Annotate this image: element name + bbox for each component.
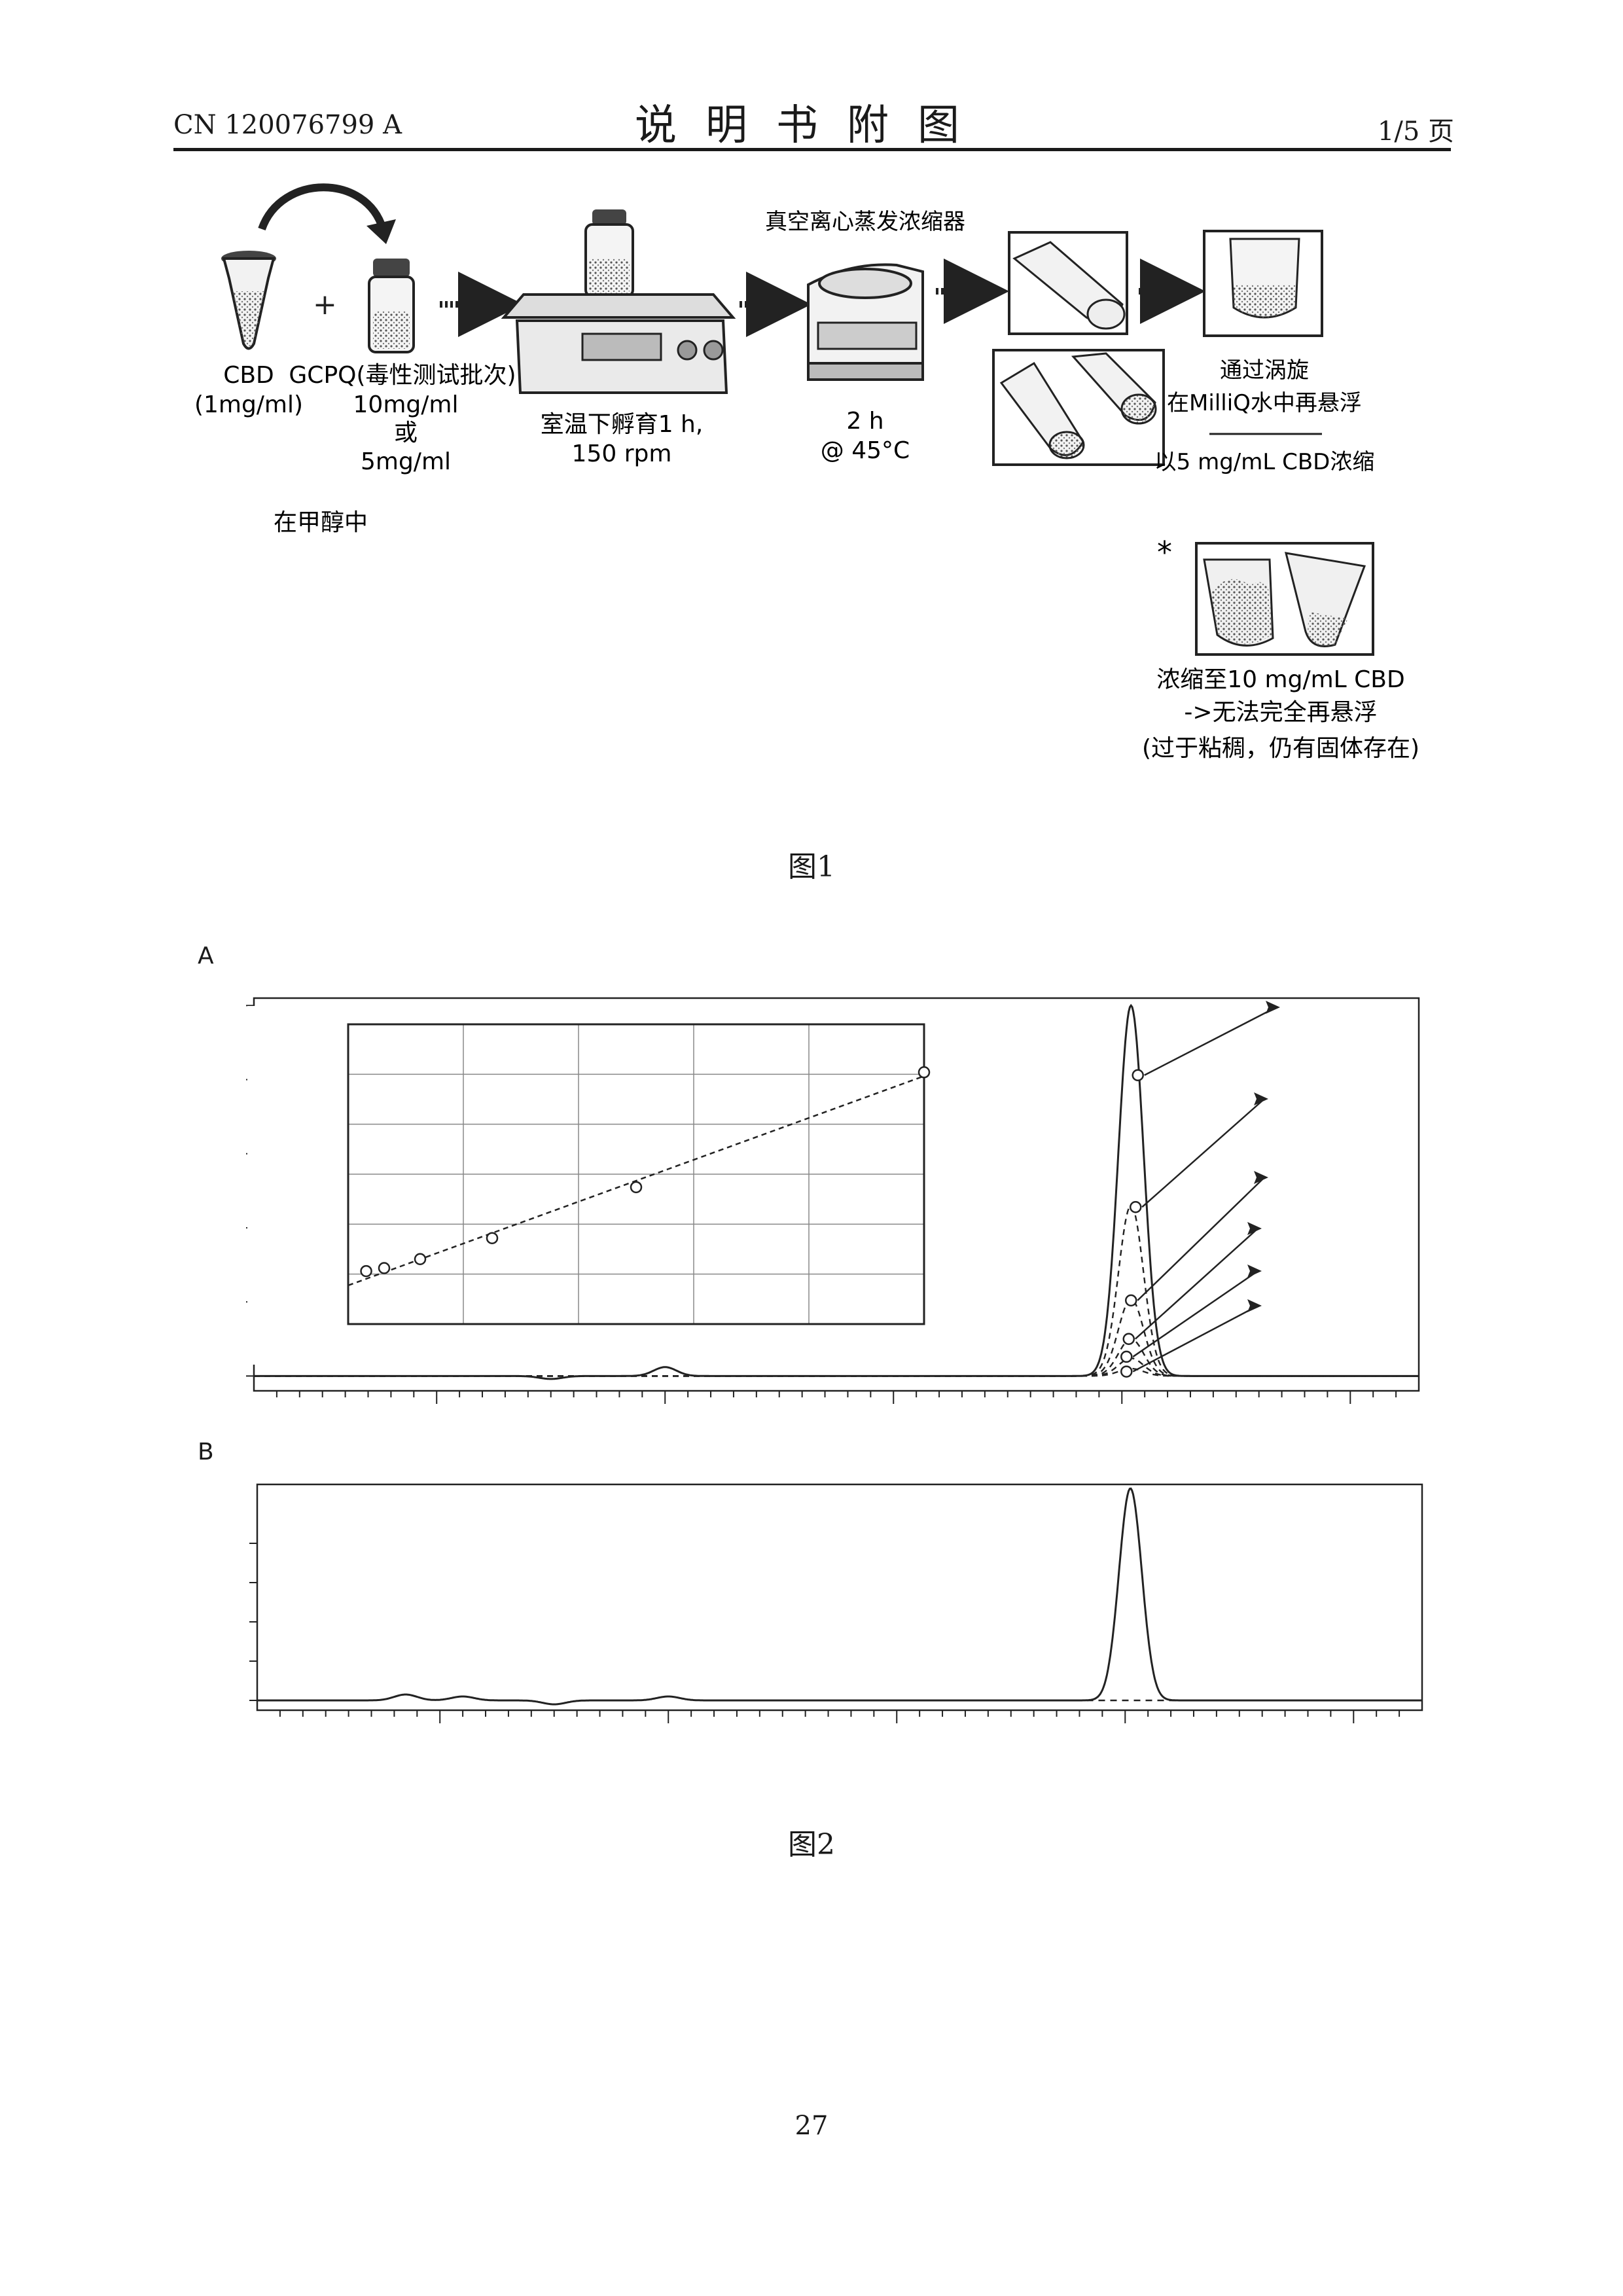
calibration-point: [415, 1254, 425, 1265]
resuspend-label: 在MilliQ水中再悬浮: [1167, 390, 1362, 416]
figure-1-caption: 图1: [0, 843, 1623, 885]
transfer-curved-arrowhead: [366, 219, 396, 244]
inset-background: [247, 1006, 948, 1365]
legend-arrowhead: [1254, 1092, 1268, 1105]
chromatogram-a: [170, 933, 1453, 1417]
figure-2-caption: 图2: [0, 1821, 1623, 1863]
page-of-count: 1/5 页: [1378, 110, 1454, 148]
cbd-tube-icon: [221, 251, 276, 349]
concentrate-5-label: 以5 mg/mL CBD浓缩: [1154, 449, 1375, 475]
calibration-point: [919, 1067, 929, 1077]
gcpq-label: GCPQ(毒性测试批次): [289, 362, 516, 389]
gcpq-vial-icon: [369, 259, 414, 352]
plot-frame: [257, 1484, 1422, 1710]
viscous-note: (过于粘稠，仍有固体存在): [1142, 735, 1419, 762]
legend-arrowhead: [1266, 1001, 1280, 1014]
resuspend-fail-label: ->无法完全再悬浮: [1184, 699, 1377, 726]
cbd-label: CBD: [223, 362, 274, 389]
viscous-tubes-icon: [1196, 543, 1373, 655]
transfer-curved-arrow: [262, 187, 383, 229]
page-number: 27: [0, 2111, 1623, 2141]
evaporation-time: 2 h: [846, 408, 883, 435]
concentrate-10-label: 浓缩至10 mg/mL CBD: [1156, 666, 1404, 693]
trace-3.13: [254, 1369, 1419, 1376]
tubes-pellet-icon: [993, 350, 1164, 465]
incubation-label: 室温下孵育1 h,: [541, 411, 704, 438]
legend-arrow: [1145, 1007, 1276, 1075]
resuspended-tube-icon: [1204, 231, 1322, 336]
asterisk: *: [1157, 535, 1172, 570]
calibration-point: [379, 1263, 389, 1274]
evaporation-temp: @ 45°C: [821, 437, 910, 464]
legend-arrow: [1133, 1306, 1258, 1372]
legend-arrowhead: [1247, 1299, 1262, 1312]
gcpq-conc-10: 10mg/ml: [353, 391, 459, 418]
legend-arrow: [1142, 1099, 1264, 1207]
legend-arrowhead: [1247, 1222, 1262, 1235]
chromatogram-trace: [257, 1488, 1422, 1704]
vortex-label: 通过涡旋: [1220, 357, 1309, 384]
solvent-label: 在甲醇中: [274, 509, 368, 536]
header-divider: [173, 148, 1451, 151]
calibration-point: [361, 1266, 372, 1276]
legend-arrowhead: [1247, 1265, 1262, 1278]
calibration-point: [487, 1233, 497, 1244]
evaporator-title: 真空离心蒸发浓缩器: [765, 209, 965, 235]
gcpq-conc-5: 5mg/ml: [361, 448, 451, 475]
peak-marker: [1130, 1202, 1141, 1212]
figure-1-diagram: +: [170, 167, 1453, 821]
centrifuge-icon: [808, 264, 923, 380]
peak-marker: [1126, 1295, 1136, 1306]
peak-marker: [1133, 1070, 1143, 1081]
tube-closeup-icon: [1009, 232, 1127, 334]
incubation-speed: 150 rpm: [572, 440, 672, 467]
gcpq-or: 或: [394, 420, 418, 446]
peak-marker: [1121, 1367, 1132, 1377]
legend-arrowhead: [1254, 1171, 1268, 1184]
cbd-concentration: (1mg/ml): [194, 391, 303, 418]
peak-marker: [1121, 1352, 1132, 1362]
peak-marker: [1124, 1334, 1134, 1344]
plus-sign: +: [313, 288, 337, 321]
shaker-icon: [504, 209, 733, 393]
chromatogram-b: [170, 1432, 1453, 1799]
calibration-point: [631, 1182, 641, 1193]
